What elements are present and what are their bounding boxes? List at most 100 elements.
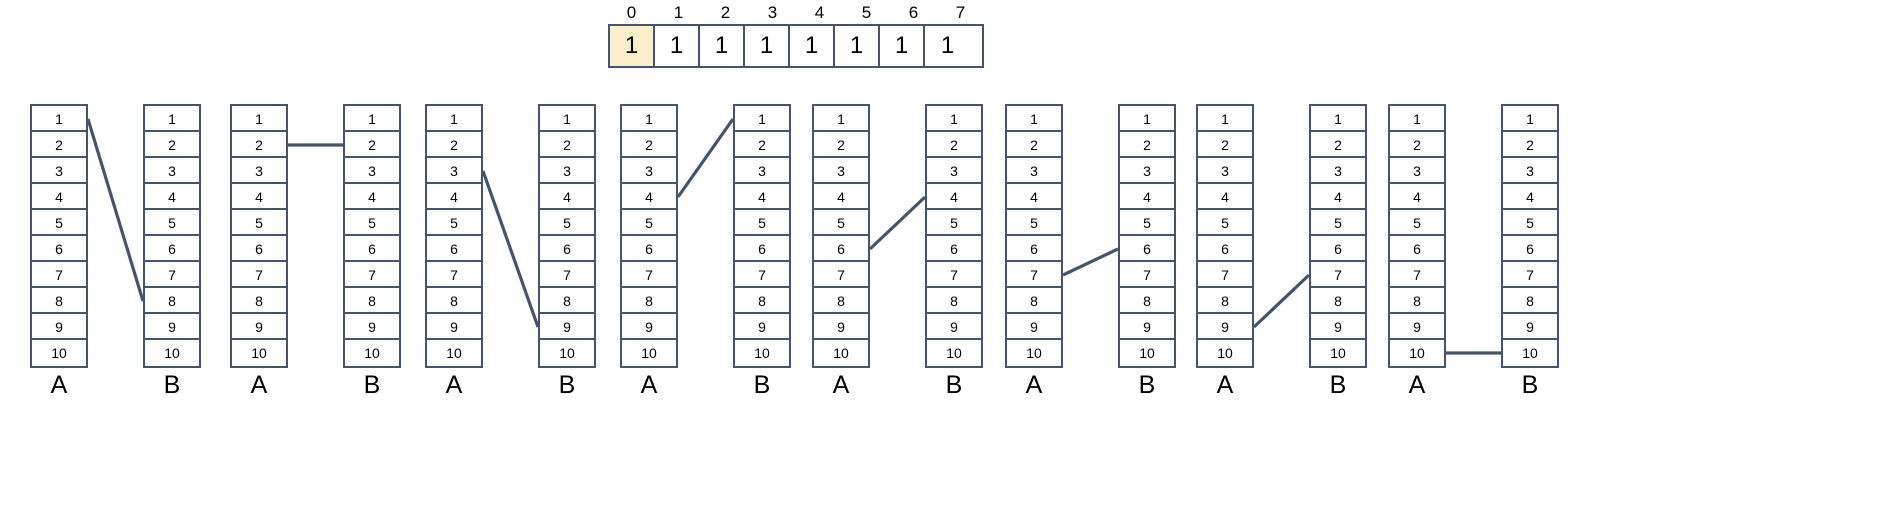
stack-cell-7-b-8[interactable]: 8 (1311, 288, 1365, 314)
stack-cell-5-a-8[interactable]: 8 (814, 288, 868, 314)
top-array-cell-0[interactable]: 1 (610, 26, 655, 66)
stack-cell-3-b-3[interactable]: 3 (540, 158, 594, 184)
stack-cell-1-b-4[interactable]: 4 (145, 184, 199, 210)
stack-cell-1-b-10[interactable]: 10 (145, 340, 199, 366)
stack-cell-4-a-3[interactable]: 3 (622, 158, 676, 184)
stack-cell-1-a-9[interactable]: 9 (32, 314, 86, 340)
stack-cell-2-b-1[interactable]: 1 (345, 106, 399, 132)
stack-cell-6-b-8[interactable]: 8 (1120, 288, 1174, 314)
stack-cell-8-a-9[interactable]: 9 (1390, 314, 1444, 340)
stack-cell-2-b-7[interactable]: 7 (345, 262, 399, 288)
stack-cell-3-b-4[interactable]: 4 (540, 184, 594, 210)
stack-cell-1-b-2[interactable]: 2 (145, 132, 199, 158)
stack-cell-8-b-10[interactable]: 10 (1503, 340, 1557, 366)
stack-cell-6-b-7[interactable]: 7 (1120, 262, 1174, 288)
stack-cell-1-a-2[interactable]: 2 (32, 132, 86, 158)
stack-cell-8-b-7[interactable]: 7 (1503, 262, 1557, 288)
stack-cell-4-b-4[interactable]: 4 (735, 184, 789, 210)
stack-cell-1-b-7[interactable]: 7 (145, 262, 199, 288)
stack-cell-5-a-5[interactable]: 5 (814, 210, 868, 236)
stack-cell-1-b-9[interactable]: 9 (145, 314, 199, 340)
stack-cell-4-b-2[interactable]: 2 (735, 132, 789, 158)
stack-cell-7-b-5[interactable]: 5 (1311, 210, 1365, 236)
top-array-cell-7[interactable]: 1 (925, 26, 970, 66)
stack-cell-4-b-1[interactable]: 1 (735, 106, 789, 132)
stack-cell-3-b-1[interactable]: 1 (540, 106, 594, 132)
stack-cell-4-a-1[interactable]: 1 (622, 106, 676, 132)
stack-cell-7-b-2[interactable]: 2 (1311, 132, 1365, 158)
stack-cell-3-a-3[interactable]: 3 (427, 158, 481, 184)
stack-cell-3-a-2[interactable]: 2 (427, 132, 481, 158)
stack-cell-4-a-6[interactable]: 6 (622, 236, 676, 262)
stack-cell-2-a-1[interactable]: 1 (232, 106, 286, 132)
stack-cell-3-a-9[interactable]: 9 (427, 314, 481, 340)
stack-cell-4-a-4[interactable]: 4 (622, 184, 676, 210)
stack-cell-8-a-3[interactable]: 3 (1390, 158, 1444, 184)
stack-cell-6-b-5[interactable]: 5 (1120, 210, 1174, 236)
stack-cell-6-b-9[interactable]: 9 (1120, 314, 1174, 340)
top-array-cell-5[interactable]: 1 (835, 26, 880, 66)
stack-cell-2-a-8[interactable]: 8 (232, 288, 286, 314)
stack-cell-1-a-7[interactable]: 7 (32, 262, 86, 288)
stack-cell-8-b-5[interactable]: 5 (1503, 210, 1557, 236)
stack-cell-1-b-1[interactable]: 1 (145, 106, 199, 132)
top-array-cell-6[interactable]: 1 (880, 26, 925, 66)
stack-cell-7-a-7[interactable]: 7 (1198, 262, 1252, 288)
stack-cell-1-b-3[interactable]: 3 (145, 158, 199, 184)
stack-cell-2-a-3[interactable]: 3 (232, 158, 286, 184)
stack-cell-3-b-9[interactable]: 9 (540, 314, 594, 340)
stack-cell-4-a-10[interactable]: 10 (622, 340, 676, 366)
stack-cell-6-b-10[interactable]: 10 (1120, 340, 1174, 366)
stack-cell-4-b-9[interactable]: 9 (735, 314, 789, 340)
stack-cell-2-a-9[interactable]: 9 (232, 314, 286, 340)
stack-cell-7-a-1[interactable]: 1 (1198, 106, 1252, 132)
stack-cell-6-a-5[interactable]: 5 (1007, 210, 1061, 236)
stack-cell-4-a-7[interactable]: 7 (622, 262, 676, 288)
stack-cell-8-b-2[interactable]: 2 (1503, 132, 1557, 158)
stack-cell-2-b-3[interactable]: 3 (345, 158, 399, 184)
stack-cell-7-a-10[interactable]: 10 (1198, 340, 1252, 366)
stack-cell-7-a-4[interactable]: 4 (1198, 184, 1252, 210)
stack-cell-1-a-10[interactable]: 10 (32, 340, 86, 366)
stack-cell-6-b-4[interactable]: 4 (1120, 184, 1174, 210)
stack-cell-1-a-8[interactable]: 8 (32, 288, 86, 314)
stack-cell-5-b-4[interactable]: 4 (927, 184, 981, 210)
stack-cell-5-a-2[interactable]: 2 (814, 132, 868, 158)
stack-cell-8-b-9[interactable]: 9 (1503, 314, 1557, 340)
stack-cell-3-a-6[interactable]: 6 (427, 236, 481, 262)
stack-cell-1-a-6[interactable]: 6 (32, 236, 86, 262)
stack-cell-8-b-6[interactable]: 6 (1503, 236, 1557, 262)
stack-cell-6-a-2[interactable]: 2 (1007, 132, 1061, 158)
stack-cell-2-b-8[interactable]: 8 (345, 288, 399, 314)
stack-cell-8-b-4[interactable]: 4 (1503, 184, 1557, 210)
stack-cell-7-b-6[interactable]: 6 (1311, 236, 1365, 262)
stack-cell-5-b-8[interactable]: 8 (927, 288, 981, 314)
stack-cell-3-a-1[interactable]: 1 (427, 106, 481, 132)
stack-cell-4-b-3[interactable]: 3 (735, 158, 789, 184)
stack-cell-7-a-2[interactable]: 2 (1198, 132, 1252, 158)
stack-cell-5-a-10[interactable]: 10 (814, 340, 868, 366)
stack-cell-2-b-10[interactable]: 10 (345, 340, 399, 366)
stack-cell-3-a-8[interactable]: 8 (427, 288, 481, 314)
stack-cell-4-b-5[interactable]: 5 (735, 210, 789, 236)
stack-cell-3-b-6[interactable]: 6 (540, 236, 594, 262)
stack-cell-5-b-1[interactable]: 1 (927, 106, 981, 132)
top-array-cell-2[interactable]: 1 (700, 26, 745, 66)
stack-cell-4-a-2[interactable]: 2 (622, 132, 676, 158)
stack-cell-7-a-5[interactable]: 5 (1198, 210, 1252, 236)
stack-cell-6-a-8[interactable]: 8 (1007, 288, 1061, 314)
stack-cell-4-a-5[interactable]: 5 (622, 210, 676, 236)
stack-cell-7-a-3[interactable]: 3 (1198, 158, 1252, 184)
stack-cell-5-b-9[interactable]: 9 (927, 314, 981, 340)
stack-cell-6-b-3[interactable]: 3 (1120, 158, 1174, 184)
stack-cell-8-a-5[interactable]: 5 (1390, 210, 1444, 236)
stack-cell-7-b-7[interactable]: 7 (1311, 262, 1365, 288)
stack-cell-2-a-7[interactable]: 7 (232, 262, 286, 288)
stack-cell-1-a-4[interactable]: 4 (32, 184, 86, 210)
stack-cell-2-a-10[interactable]: 10 (232, 340, 286, 366)
stack-cell-5-b-5[interactable]: 5 (927, 210, 981, 236)
stack-cell-4-a-9[interactable]: 9 (622, 314, 676, 340)
stack-cell-8-a-8[interactable]: 8 (1390, 288, 1444, 314)
stack-cell-2-b-2[interactable]: 2 (345, 132, 399, 158)
stack-cell-8-b-8[interactable]: 8 (1503, 288, 1557, 314)
